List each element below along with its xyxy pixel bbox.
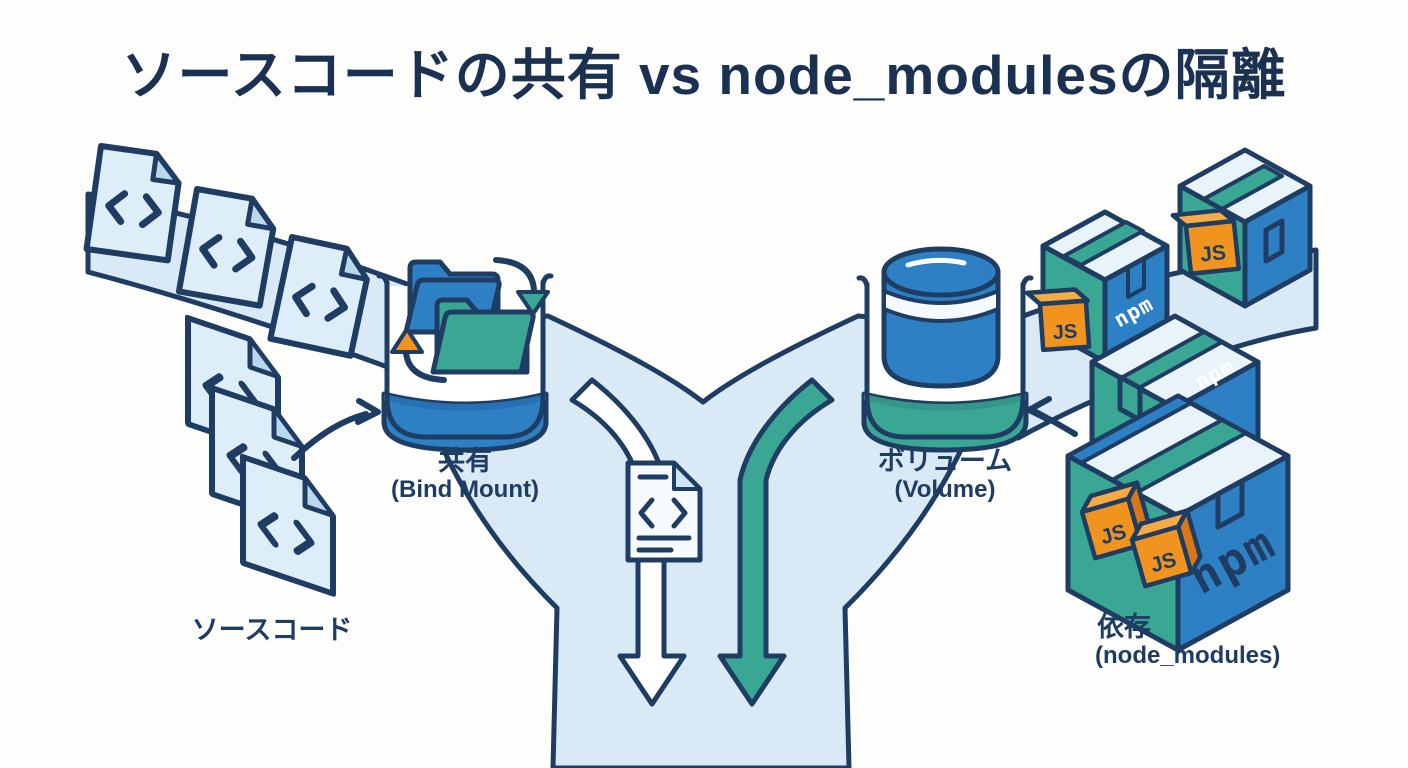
js-badge: JS bbox=[1052, 320, 1078, 344]
js-cube-icon: JS bbox=[1170, 208, 1242, 276]
js-cube-icon: JS bbox=[1024, 287, 1092, 353]
diagram-title: ソースコードの共有 vs node_modulesの隔離 bbox=[121, 44, 1287, 106]
node-modules-label: 依存 bbox=[1097, 612, 1151, 642]
node-modules-sublabel: (node_modules) bbox=[1095, 642, 1281, 669]
code-doc-icon bbox=[625, 460, 703, 563]
volume-sublabel: (Volume) bbox=[894, 476, 996, 503]
code-chevrons-icon bbox=[199, 234, 256, 273]
source-to-bindmount-arrow bbox=[291, 398, 381, 461]
volume-pedestal bbox=[861, 391, 1029, 453]
js-cube-icon: JS bbox=[1079, 480, 1153, 561]
code-file-icon bbox=[83, 143, 182, 264]
volume-node bbox=[856, 246, 1034, 453]
sync-up-arrow-icon bbox=[390, 327, 447, 383]
sync-down-arrow-icon bbox=[493, 257, 550, 316]
source-code-label: ソースコード bbox=[191, 615, 353, 645]
source-files-stack bbox=[185, 314, 336, 597]
bind-mount-node bbox=[376, 257, 554, 453]
bind-mount-pedestal bbox=[381, 391, 549, 453]
code-chevrons-icon bbox=[105, 190, 162, 229]
js-cube-icon: JS bbox=[1129, 508, 1203, 589]
code-chevrons-icon bbox=[292, 282, 348, 322]
code-file-icon bbox=[267, 234, 370, 359]
js-badge: JS bbox=[1199, 241, 1227, 267]
volume-label: ボリューム bbox=[877, 446, 1013, 476]
database-cylinder-icon bbox=[881, 246, 1001, 389]
bind-mount-sublabel: (Bind Mount) bbox=[391, 476, 539, 503]
code-file-icon bbox=[175, 186, 277, 309]
npm-package-box-large: npm JS JS bbox=[1065, 393, 1291, 653]
volume-flow-arrow bbox=[717, 377, 835, 707]
modules-to-volume-arrow bbox=[1026, 396, 1078, 437]
bind-mount-label: 共有 bbox=[438, 446, 492, 476]
folder-sync-icon bbox=[403, 259, 536, 375]
